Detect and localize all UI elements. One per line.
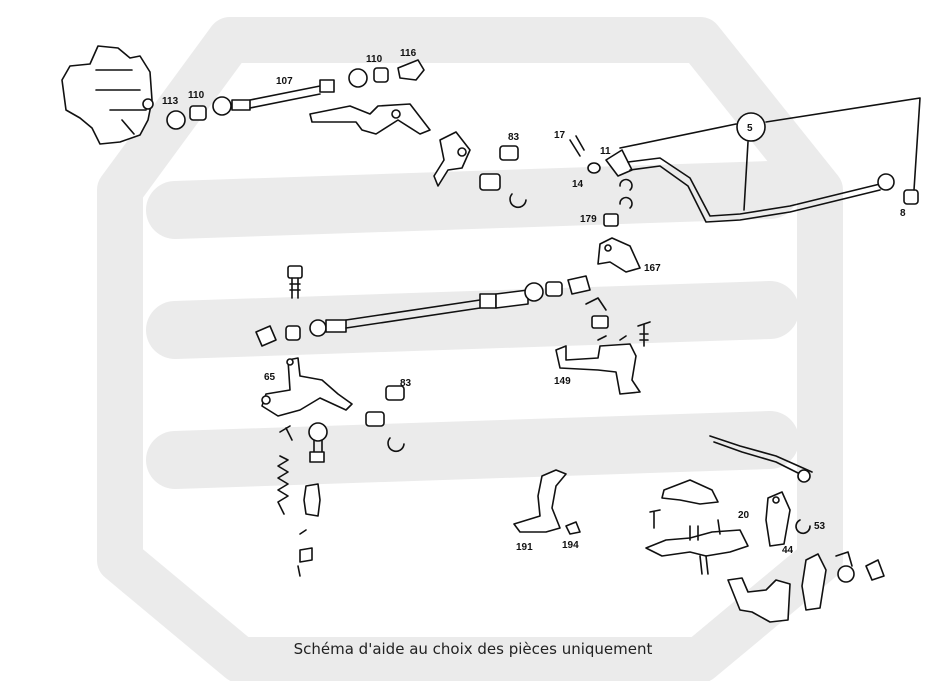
bracket-149 (555, 297, 651, 395)
callout-8: 8 (900, 208, 906, 219)
shift-rod-107 (166, 59, 425, 130)
callout-labels: 107 110 116 110 113 83 17 11 14 5 8 179 … (162, 48, 906, 556)
callout-17: 17 (554, 130, 566, 141)
gearbox-housing (61, 45, 154, 145)
callout-179: 179 (580, 214, 597, 225)
callout-149: 149 (554, 376, 571, 387)
callout-83-upper: 83 (508, 132, 520, 143)
callout-53: 53 (814, 521, 826, 532)
callout-116: 116 (400, 48, 417, 59)
callout-167: 167 (644, 263, 661, 274)
watermark-logo (97, 17, 843, 681)
lever-191 (513, 469, 581, 535)
callout-107: 107 (276, 76, 293, 87)
callout-14: 14 (572, 179, 584, 190)
bolt-middle (287, 265, 303, 299)
leader-lines (619, 97, 921, 211)
callout-20: 20 (738, 510, 750, 521)
assembly-lower-right (645, 435, 885, 623)
callout-65: 65 (264, 372, 276, 383)
callout-44: 44 (782, 545, 794, 556)
callout-11: 11 (600, 146, 611, 157)
spring-and-stud (277, 422, 328, 577)
callout-83-lower: 83 (400, 378, 412, 389)
callout-5: 5 (747, 123, 753, 134)
shift-rod-lower (255, 275, 591, 347)
bracket-upper (309, 103, 431, 135)
callout-110-right: 110 (366, 54, 383, 65)
selector-linkage-right (569, 135, 919, 273)
lever-65 (261, 357, 405, 453)
lever-cluster-upper (433, 131, 527, 209)
callout-110-left: 110 (188, 90, 205, 101)
callout-191: 191 (516, 542, 533, 553)
callout-194: 194 (562, 540, 579, 551)
diagram-caption: Schéma d'aide au choix des pièces unique… (293, 640, 653, 658)
callout-113: 113 (162, 96, 179, 107)
